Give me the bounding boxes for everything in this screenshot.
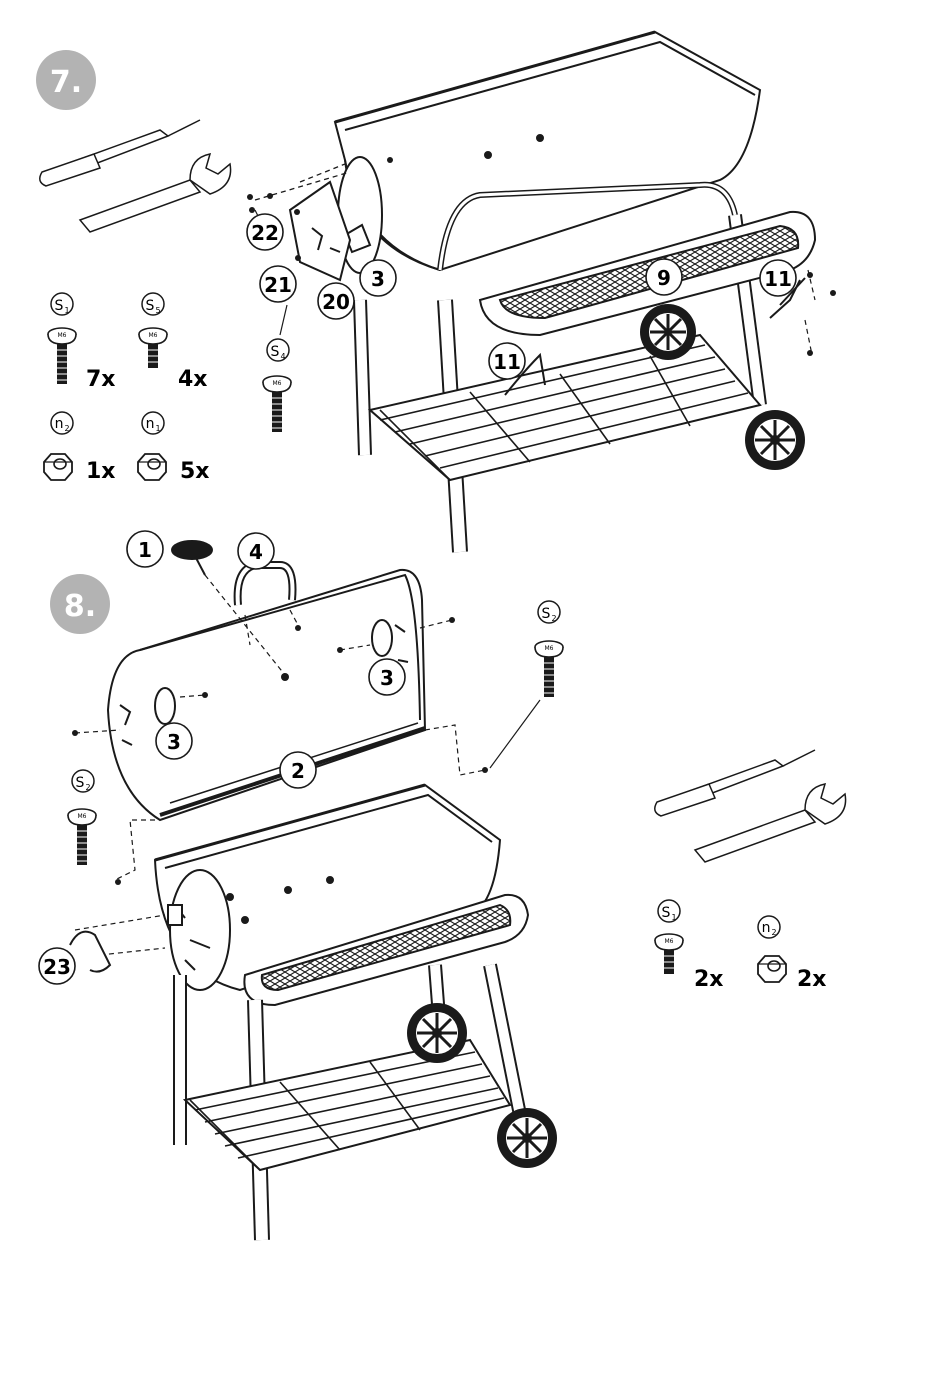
step-7-hardware-s5: S 5 4x xyxy=(139,293,208,392)
callout-3-right: 3 xyxy=(369,659,405,695)
step-7-hardware-n2: n 2 1x xyxy=(44,412,116,484)
svg-text:2: 2 xyxy=(291,759,305,783)
step-7-hardware-s1: S 1 7x xyxy=(48,293,116,392)
step-7-hardware-n1: n 1 5x xyxy=(138,412,210,484)
qty-s1: 2x xyxy=(694,967,724,992)
svg-text:S: S xyxy=(662,905,671,921)
step-8-hardware-s1: S 1 2x xyxy=(655,900,724,992)
step-7-badge: 7. xyxy=(36,50,96,110)
svg-text:n: n xyxy=(55,416,64,432)
qty-s1: 7x xyxy=(86,367,116,392)
step-7-number: 7. xyxy=(50,65,82,100)
qty-n1: 5x xyxy=(180,459,210,484)
svg-text:22: 22 xyxy=(251,221,279,245)
bolt-icon xyxy=(263,376,291,432)
svg-text:S: S xyxy=(146,298,155,314)
qty-s5: 4x xyxy=(178,367,208,392)
callout-9: 9 xyxy=(646,259,682,295)
svg-text:5: 5 xyxy=(155,306,160,315)
nut-icon xyxy=(138,454,166,480)
callout-3-left: 3 xyxy=(156,723,192,759)
step-8-badge: 8. xyxy=(50,574,110,634)
wheel-icon xyxy=(745,410,805,470)
step-8-number: 8. xyxy=(64,589,96,624)
svg-text:1: 1 xyxy=(138,538,152,562)
callout-2: 2 xyxy=(280,752,316,788)
wheel-icon xyxy=(497,1108,557,1168)
qty-n2: 1x xyxy=(86,459,116,484)
svg-text:11: 11 xyxy=(493,350,521,374)
svg-text:20: 20 xyxy=(322,290,350,314)
screwdriver-icon xyxy=(40,120,231,232)
svg-text:2: 2 xyxy=(85,783,90,792)
step-8-hardware-s2-left: S 2 xyxy=(68,770,96,865)
svg-text:2: 2 xyxy=(771,928,776,937)
svg-text:1: 1 xyxy=(671,913,676,922)
svg-text:1: 1 xyxy=(155,424,160,433)
callout-22: 22 xyxy=(247,214,283,250)
wheel-icon xyxy=(407,1003,467,1063)
callout-23: 23 xyxy=(39,948,75,984)
callout-11-left: 11 xyxy=(489,343,525,379)
svg-text:2: 2 xyxy=(64,424,69,433)
callout-20: 20 xyxy=(318,283,354,319)
svg-text:n: n xyxy=(762,920,771,936)
callout-1: 1 xyxy=(127,531,163,567)
callout-4: 4 xyxy=(238,533,274,569)
bolt-icon xyxy=(139,328,167,368)
svg-text:S: S xyxy=(76,775,85,791)
svg-text:S: S xyxy=(55,298,64,314)
svg-text:3: 3 xyxy=(167,730,181,754)
svg-text:11: 11 xyxy=(764,267,792,291)
svg-text:23: 23 xyxy=(43,955,71,979)
callout-21: 21 xyxy=(260,266,296,302)
step-7-hardware-s4: S 4 xyxy=(263,339,291,432)
step-7-tools xyxy=(40,120,231,232)
bolt-icon xyxy=(48,328,76,384)
step-7-rear-wheel xyxy=(640,304,696,360)
nut-icon xyxy=(758,956,786,982)
step-8-grill xyxy=(70,541,540,1240)
wrench-icon xyxy=(655,750,846,862)
step-8-hardware-s2-right: S 2 xyxy=(535,601,563,697)
step-8-hardware-n2: n 2 2x xyxy=(758,916,827,992)
svg-text:9: 9 xyxy=(657,266,671,290)
svg-text:3: 3 xyxy=(380,666,394,690)
nut-icon xyxy=(44,454,72,480)
step-8-tools xyxy=(655,750,846,862)
svg-text:21: 21 xyxy=(264,273,292,297)
svg-text:4: 4 xyxy=(280,352,285,361)
callout-11-right: 11 xyxy=(760,260,796,296)
svg-text:4: 4 xyxy=(249,540,263,564)
bolt-icon xyxy=(655,934,683,974)
svg-text:n: n xyxy=(146,416,155,432)
svg-text:2: 2 xyxy=(551,614,556,623)
bolt-icon xyxy=(68,809,96,865)
qty-n2: 2x xyxy=(797,967,827,992)
svg-text:S: S xyxy=(542,606,551,622)
callout-3: 3 xyxy=(360,260,396,296)
svg-text:3: 3 xyxy=(371,267,385,291)
bolt-icon xyxy=(535,641,563,697)
svg-text:1: 1 xyxy=(64,306,69,315)
svg-text:S: S xyxy=(271,344,280,360)
